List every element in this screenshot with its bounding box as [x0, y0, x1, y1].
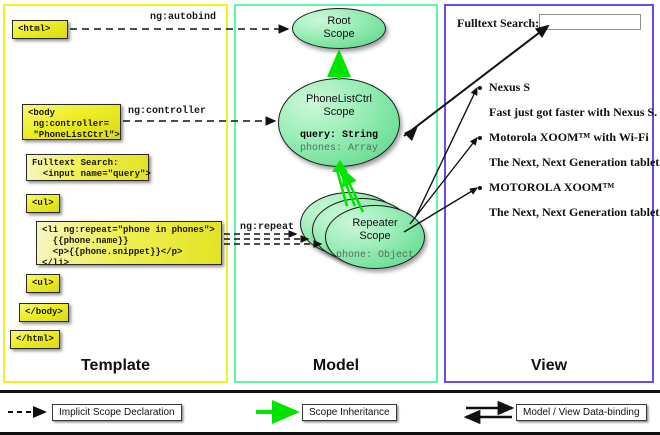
root-scope-line1: Root: [327, 15, 351, 27]
repeater-scope: Repeater Scope phone: Object: [325, 205, 425, 269]
ng-repeat-label: ng:repeat: [240, 222, 295, 233]
legend-scope-inheritance: Scope Inheritance: [302, 404, 397, 421]
html-close-box: </html>: [10, 330, 60, 349]
view-bullet-0: [478, 86, 482, 90]
ng-autobind-label: ng:autobind: [150, 12, 217, 23]
li-repeat-box: <li ng:repeat="phone in phones"> {{phone…: [36, 221, 222, 268]
view-phone-name-0: Nexus S: [489, 80, 531, 94]
body-close-box: </body>: [19, 303, 69, 322]
phonelistctrl-scope-line2: Scope: [323, 106, 355, 118]
view-fulltext-search-label: Fulltext Search:: [457, 16, 540, 30]
phonelistctrl-scope-prop-phones: phones: Array: [299, 143, 378, 154]
phonelistctrl-scope-line1: PhoneListCtrl: [305, 93, 373, 105]
view-phone-snippet-1: The Next, Next Generation tablet.: [489, 155, 660, 169]
repeater-scope-line1: Repeater: [352, 217, 398, 229]
repeater-scope-prop-phone: phone: Object: [335, 250, 414, 261]
legend-implicit-scope-declaration: Implicit Scope Declaration: [52, 404, 182, 421]
panel-view-title: View: [530, 357, 568, 374]
html-open-box: <html>: [12, 20, 68, 39]
legend-model-view-data-binding: Model / View Data-binding: [516, 404, 647, 421]
view-phone-name-2: MOTOROLA XOOM™: [489, 180, 615, 194]
view-bullet-2: [478, 186, 482, 190]
view-search-input[interactable]: [539, 14, 641, 30]
fulltext-search-box: Fulltext Search: <input name="query">: [26, 154, 151, 181]
view-phone-snippet-2: The Next, Next Generation tablet.: [489, 205, 660, 219]
view-phone-name-1: Motorola XOOM™ with Wi-Fi: [489, 130, 649, 144]
repeater-scope-line2: Scope: [359, 230, 391, 242]
panel-template-title: Template: [80, 357, 151, 374]
phonelistctrl-scope-prop-query: query: String: [299, 130, 378, 141]
root-scope: Root Scope: [292, 8, 386, 49]
legend-top-rule: [0, 390, 660, 393]
legend-bottom-rule: [0, 432, 660, 435]
panel-model-title: Model: [312, 357, 360, 374]
body-controller-box: <body ng:controller= "PhoneListCtrl">: [22, 104, 121, 140]
ng-controller-label: ng:controller: [128, 106, 207, 117]
phonelistctrl-scope: PhoneListCtrl Scope query: String phones…: [278, 78, 400, 167]
view-bullet-1: [478, 136, 482, 140]
ul-open-box: <ul>: [26, 194, 60, 213]
root-scope-line2: Scope: [323, 28, 355, 40]
view-phone-snippet-0: Fast just got faster with Nexus S.: [489, 105, 658, 119]
ul-close-box: <ul>: [26, 274, 60, 293]
